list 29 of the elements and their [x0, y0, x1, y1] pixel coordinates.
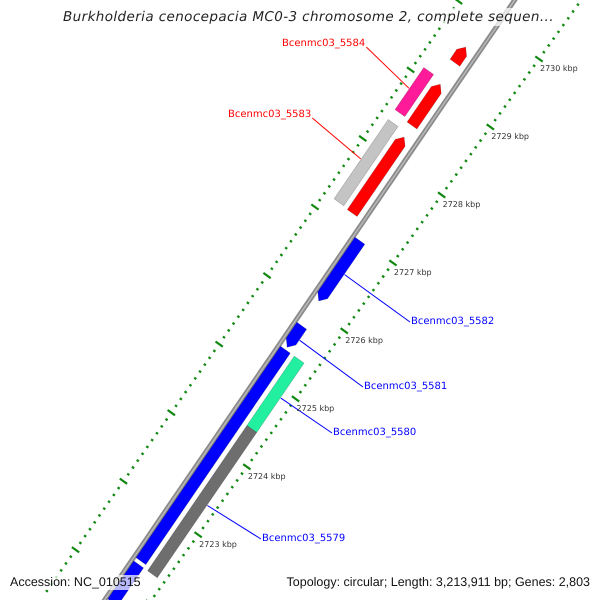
gene-label: Bcenmc03_5583: [228, 109, 312, 121]
gene-block: [318, 236, 366, 302]
gene-label: Bcenmc03_5582: [411, 316, 494, 328]
scale-label: 2729 kbp: [491, 132, 529, 142]
scale-label: 2724 kbp: [248, 472, 286, 482]
scale-label: 2727 kbp: [394, 268, 432, 278]
leader-line: [299, 340, 364, 388]
scale-label: 2730 kbp: [540, 64, 578, 74]
gene-block: [394, 67, 434, 118]
gene-label: Bcenmc03_5579: [262, 533, 346, 545]
accession-text: Accession: NC_010515: [8, 575, 143, 590]
leader-line: [366, 46, 410, 89]
gene-label: Bcenmc03_5580: [333, 427, 416, 439]
leader-line: [206, 505, 262, 540]
scale-label: 2723 kbp: [199, 540, 237, 550]
scale-label: 2726 kbp: [345, 336, 383, 346]
gene-label: Bcenmc03_5581: [364, 381, 448, 393]
gene-block: [286, 322, 308, 348]
scale-label: 2725 kbp: [296, 404, 334, 414]
topology-text: Topology: circular; Length: 3,213,911 bp; Genes: 2,803: [284, 575, 592, 590]
scale-label: 2728 kbp: [442, 200, 480, 210]
gene-label: Bcenmc03_5584: [282, 38, 366, 50]
leader-line: [312, 118, 362, 160]
gene-block: [334, 119, 398, 206]
gene-block: [450, 46, 467, 67]
gene-block: [346, 136, 406, 217]
gene-block: [406, 84, 442, 130]
leader-line: [280, 398, 332, 434]
leader-line: [344, 274, 410, 322]
